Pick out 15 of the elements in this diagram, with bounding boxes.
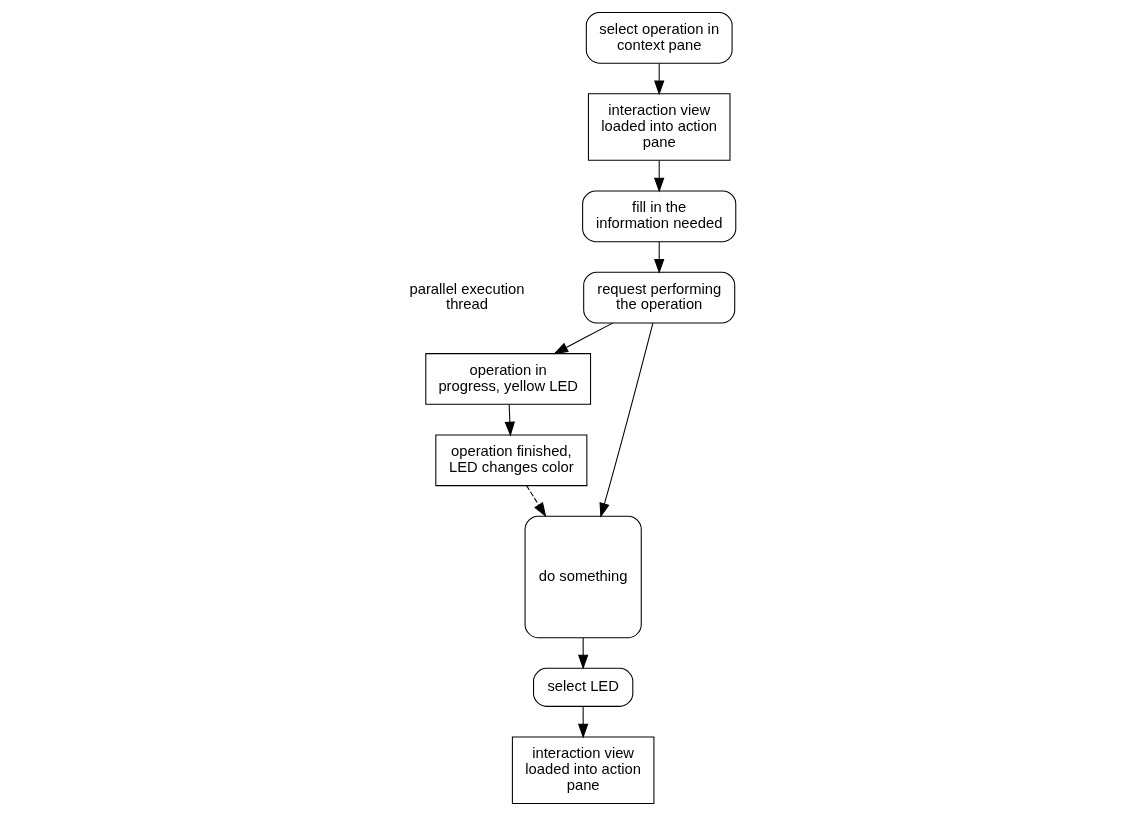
node-box: interaction view loaded into action pane (511, 736, 655, 805)
node-box: request performing the operation (583, 271, 736, 324)
label: parallel execution thread (409, 280, 525, 313)
arrow (654, 160, 665, 193)
node-box: select LED (533, 667, 634, 707)
arrow (526, 485, 547, 518)
node-box: do something (524, 515, 642, 639)
arrow (553, 322, 614, 355)
arrow (599, 322, 654, 518)
node-box: select operation in context pane (585, 11, 733, 64)
node-box: operation in progress, yellow LED (425, 353, 592, 405)
node-box: fill in the information needed (582, 190, 737, 243)
node-box: interaction view loaded into action pane (587, 93, 731, 161)
arrow (578, 637, 589, 670)
node-box: operation finished, LED changes color (435, 434, 588, 487)
